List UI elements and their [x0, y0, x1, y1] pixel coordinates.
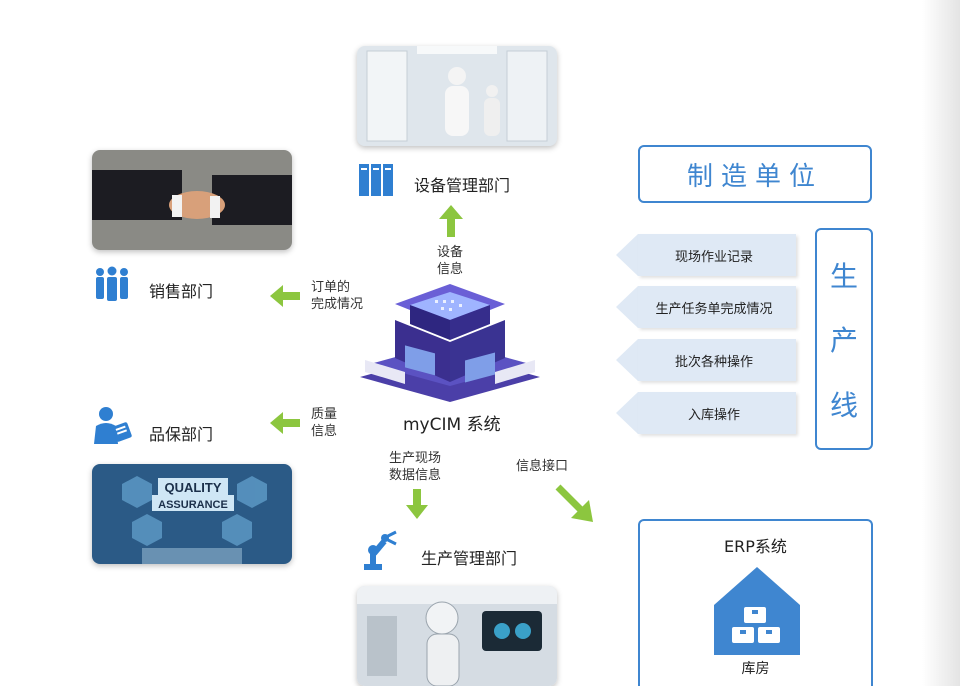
- quality-assurance-photo: QUALITY ASSURANCE: [92, 464, 292, 564]
- warehouse-label: 库房: [741, 661, 770, 677]
- arrow-down-icon: [406, 489, 428, 519]
- quality-info-line1: 质量: [311, 407, 338, 422]
- equipment-info-line2: 信息: [437, 262, 464, 277]
- line-item-label: 入库操作: [687, 407, 740, 423]
- production-line-char-3: 线: [829, 388, 858, 422]
- production-data-line1: 生产现场: [389, 451, 442, 466]
- line-item-tag: 现场作业记录: [616, 234, 796, 276]
- equipment-info-line1: 设备: [437, 245, 464, 260]
- line-item-label: 现场作业记录: [674, 249, 753, 265]
- inspector-icon: [92, 406, 134, 450]
- cleanroom-photo: [357, 46, 557, 146]
- production-line-char-2: 产: [829, 324, 858, 357]
- quality-dept-label: 品保部门: [149, 425, 214, 444]
- assurance-text: ASSURANCE: [158, 499, 228, 511]
- sales-dept-label: 销售部门: [149, 282, 214, 301]
- team-icon: [92, 266, 132, 306]
- warehouse-icon: [714, 567, 800, 655]
- erp-title: ERP系统: [724, 537, 787, 556]
- mycim-label: myCIM 系统: [403, 415, 501, 435]
- quality-text: QUALITY: [164, 480, 221, 495]
- equipment-dept-label: 设备管理部门: [414, 176, 511, 195]
- arrow-left-icon: [270, 412, 300, 434]
- page-edge-shadow: [922, 0, 960, 686]
- production-dept-label: 生产管理部门: [421, 549, 518, 568]
- handshake-photo: [92, 150, 292, 250]
- line-item-label: 生产任务单完成情况: [655, 301, 773, 317]
- line-item-tag: 生产任务单完成情况: [616, 286, 796, 328]
- line-item-label: 批次各种操作: [674, 354, 753, 370]
- line-item-tag: 批次各种操作: [616, 339, 796, 381]
- manufacturing-unit-label: 制造单位: [686, 161, 823, 192]
- arrow-diagonal-icon: [555, 484, 593, 522]
- manufacturing-unit-box: 制造单位: [638, 145, 872, 203]
- arrow-up-icon: [439, 205, 463, 237]
- production-line-char-1: 生: [829, 259, 858, 293]
- order-status-line2: 完成情况: [311, 297, 364, 312]
- line-item-tag: 入库操作: [616, 392, 796, 434]
- robot-photo: [357, 586, 557, 686]
- production-line-box: 生 产 线: [815, 228, 873, 450]
- quality-info-line2: 信息: [311, 424, 338, 439]
- robot-arm-icon: [358, 530, 400, 576]
- arrow-left-icon: [270, 285, 300, 307]
- mycim-server-graphic: [355, 282, 545, 406]
- erp-box: ERP系统 库房: [638, 519, 873, 686]
- server-icon: [357, 160, 397, 204]
- interface-label: 信息接口: [516, 459, 569, 474]
- production-data-line2: 数据信息: [389, 468, 442, 483]
- order-status-line1: 订单的: [311, 280, 351, 295]
